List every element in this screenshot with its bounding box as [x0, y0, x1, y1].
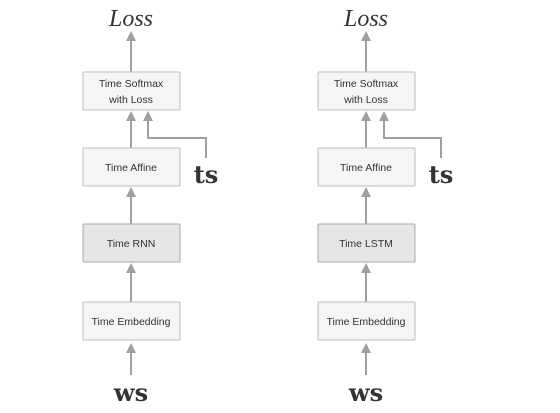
left-embedding-label: Time Embedding: [92, 316, 171, 328]
left-affine-node: Time Affine: [82, 147, 181, 187]
left-affine-label: Time Affine: [105, 162, 157, 174]
left-rnn-node: Time RNN: [82, 223, 181, 263]
left-embedding-node: Time Embedding: [82, 301, 181, 341]
right-softmax-node: Time Softmax with Loss: [317, 71, 416, 111]
right-target-label: ts: [429, 160, 454, 189]
right-softmax-label-line1: Time Softmax: [334, 78, 399, 90]
right-softmax-label-line2: with Loss: [343, 94, 388, 106]
right-input-label: ws: [348, 378, 383, 407]
left-arrow-target: [143, 111, 207, 158]
right-affine-node: Time Affine: [317, 147, 416, 187]
left-diagram: Time Softmax with Loss Time Affine Time …: [82, 6, 219, 407]
left-rnn-label: Time RNN: [107, 238, 156, 250]
left-softmax-label-line2: with Loss: [108, 94, 153, 106]
right-diagram: Time Softmax with Loss Time Affine Time …: [317, 6, 454, 407]
left-softmax-label-line1: Time Softmax: [99, 78, 164, 90]
left-softmax-node: Time Softmax with Loss: [82, 71, 181, 111]
right-affine-label: Time Affine: [340, 162, 392, 174]
right-embedding-node: Time Embedding: [317, 301, 416, 341]
right-loss-label: Loss: [343, 6, 388, 32]
right-embedding-label: Time Embedding: [327, 316, 406, 328]
right-lstm-node: Time LSTM: [317, 223, 416, 263]
right-arrow-target: [379, 111, 442, 158]
left-target-label: ts: [194, 160, 219, 189]
left-loss-label: Loss: [108, 6, 153, 32]
left-input-label: ws: [113, 378, 148, 407]
right-lstm-label: Time LSTM: [339, 238, 393, 250]
